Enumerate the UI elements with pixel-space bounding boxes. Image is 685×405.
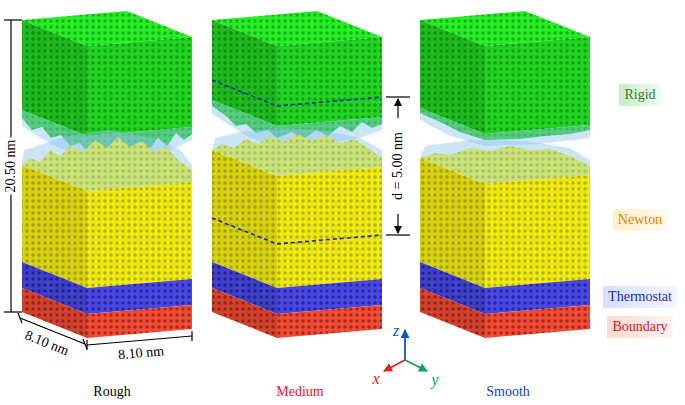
axis-label: y [429,371,440,389]
axis-label: z [391,322,401,340]
depth-dimension: 8.10 nm [115,343,166,363]
layer-label-band: Newton [613,209,668,231]
dimension-lines [4,20,410,350]
rough-model [22,11,192,338]
layer-label-band: Boundary [607,316,673,338]
layer-name: Newton [618,212,662,227]
gap-dimension: d = 5.00 nm [390,130,405,202]
smooth-model [420,11,590,338]
layer-name: Thermostat [608,289,672,304]
width-dimension: 8.10 nm [21,327,73,360]
layer-label-band: Thermostat [603,286,677,308]
axis-triad [384,330,427,371]
medium-model [212,11,382,338]
model-caption: Smooth [484,384,532,399]
layer-label-band: Rigid [619,84,661,106]
model-caption: Rough [91,384,132,399]
layer-name: Rigid [624,87,655,102]
layer-name: Boundary [612,319,667,334]
model-caption: Medium [274,384,325,399]
height-dimension: 20.50 nm [3,138,18,195]
axis-label: x [370,370,381,388]
